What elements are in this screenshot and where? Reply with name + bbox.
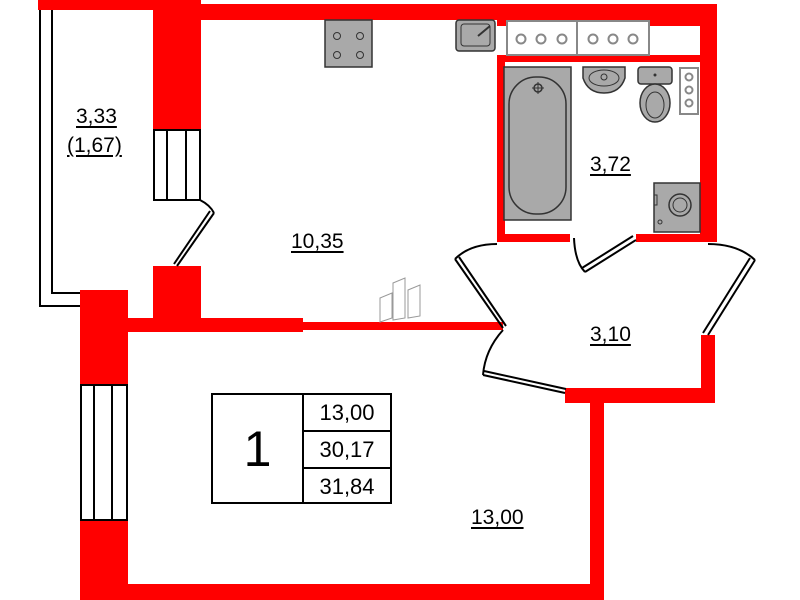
- washbasin-icon: [582, 66, 626, 94]
- balcony-window: [153, 129, 201, 201]
- hallway-area-label: 3,10: [590, 323, 631, 346]
- washing-machine-icon: [653, 182, 701, 233]
- total-area-value: 30,17: [304, 432, 390, 469]
- balcony-door: [173, 199, 215, 267]
- living-room-window: [80, 384, 128, 521]
- bathroom-area-label: 3,72: [590, 153, 631, 176]
- total-area-with-balcony-value: 31,84: [319, 473, 375, 499]
- towel-radiator-icon: [679, 67, 699, 115]
- stove-icon: [324, 19, 373, 68]
- radiator-icon: [506, 20, 650, 56]
- living-area-value: 13,00: [304, 395, 390, 432]
- balcony-area-label: 3,33: [76, 105, 117, 128]
- bathtub-icon: [503, 66, 572, 221]
- balcony-outline: [39, 10, 80, 307]
- toilet-icon: [637, 66, 673, 123]
- living-room-area-label: 13,00: [471, 506, 524, 529]
- fridge-icon: [379, 277, 421, 323]
- kitchen-sink-icon: [455, 19, 496, 52]
- hall-doors: [454, 235, 756, 394]
- room-count: 1: [213, 395, 304, 502]
- kitchen-area-label: 10,35: [291, 230, 344, 253]
- balcony-area-reduced-label: (1,67): [67, 134, 122, 157]
- apartment-summary-table: 1 13,00 30,17 31,84: [211, 393, 392, 504]
